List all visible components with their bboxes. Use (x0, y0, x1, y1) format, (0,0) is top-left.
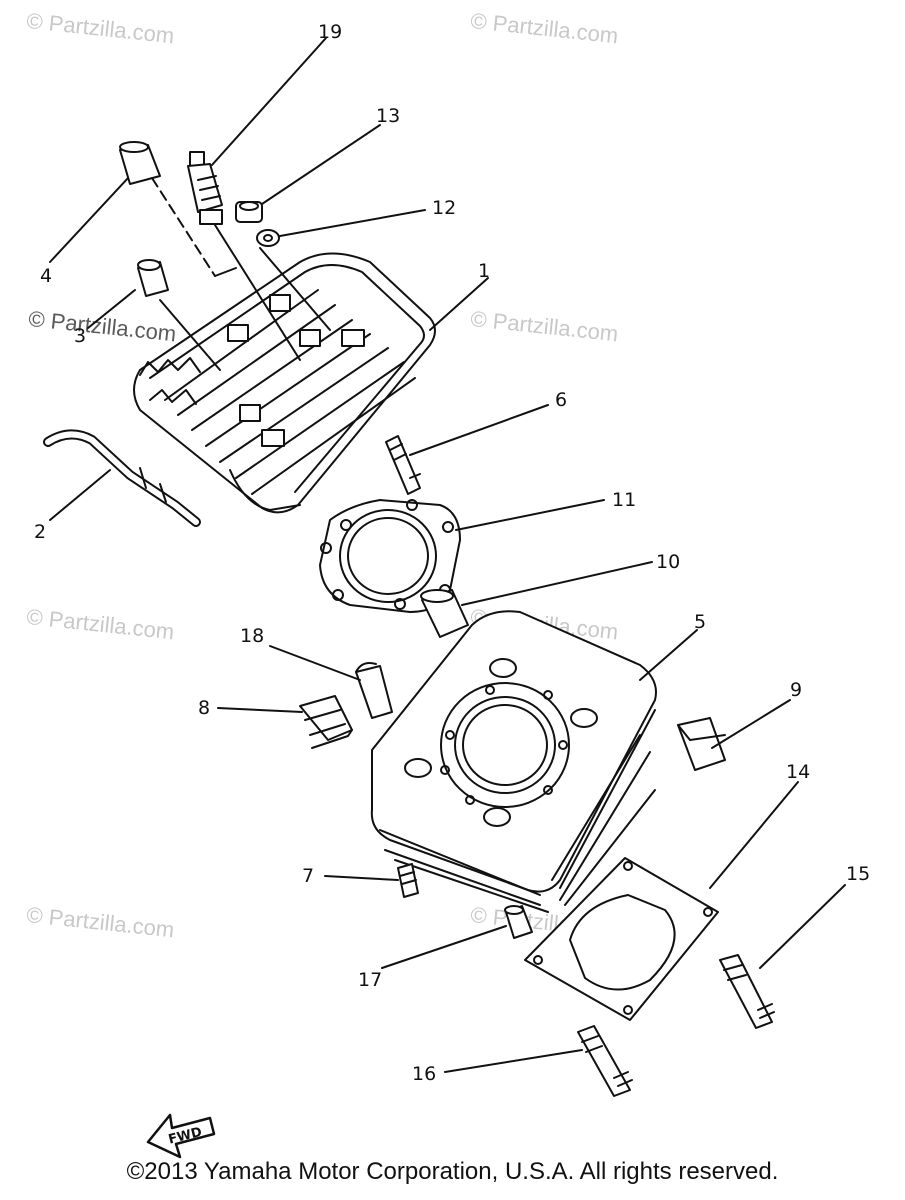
leader-line (709, 781, 799, 889)
spark-plug-part (187, 151, 223, 225)
leader-line (49, 469, 111, 521)
leader-line (217, 707, 303, 713)
callout-14: 14 (786, 761, 810, 783)
callout-8: 8 (198, 697, 210, 719)
leader-line (279, 209, 426, 237)
callout-10: 10 (656, 551, 680, 573)
leader-line (259, 247, 331, 331)
cap-part-17 (504, 905, 533, 939)
leader-line (151, 177, 216, 277)
leader-line (429, 277, 489, 331)
leader-line (455, 499, 605, 531)
fwd-arrow-icon (146, 1113, 216, 1159)
callout-12: 12 (432, 197, 456, 219)
callout-11: 11 (612, 489, 636, 511)
cylinder-part (370, 610, 657, 913)
sleeve-part-10 (420, 589, 469, 638)
callout-13: 13 (376, 105, 400, 127)
stud-part-7 (397, 863, 419, 898)
leader-line (409, 404, 549, 456)
stud-part-16 (577, 1025, 633, 1097)
callout-18: 18 (240, 625, 264, 647)
washer-part-12 (256, 229, 280, 247)
callout-16: 16 (412, 1063, 436, 1085)
callout-5: 5 (694, 611, 706, 633)
leader-line (87, 289, 136, 329)
callout-19: 19 (318, 21, 342, 43)
callout-7: 7 (302, 865, 314, 887)
leader-line (461, 561, 653, 606)
callout-17: 17 (358, 969, 382, 991)
leader-line (639, 629, 698, 681)
leader-line (49, 177, 129, 263)
head-gasket-part (319, 499, 461, 613)
leader-line (214, 267, 237, 277)
cylinder-head-part (133, 252, 436, 514)
leader-line (159, 299, 221, 371)
leader-line (759, 884, 846, 969)
leader-line (381, 925, 507, 969)
damper-part-8 (299, 695, 353, 749)
base-gasket-part (524, 857, 719, 1021)
callout-1: 1 (478, 260, 490, 282)
callout-9: 9 (790, 679, 802, 701)
leader-line (269, 645, 361, 681)
callout-3: 3 (74, 325, 86, 347)
leader-line (211, 37, 327, 166)
cap-part (137, 259, 169, 297)
cap-part-18 (355, 662, 393, 719)
leader-line (261, 124, 381, 205)
damper-part-9 (677, 717, 726, 771)
copyright-notice: ©2013 Yamaha Motor Corporation, U.S.A. A… (126, 1158, 779, 1185)
callout-15: 15 (846, 863, 870, 885)
washer-part-13 (235, 201, 263, 223)
stud-part-15 (719, 954, 775, 1029)
leader-line (324, 875, 399, 881)
leader-line (444, 1049, 583, 1073)
leader-line (711, 699, 791, 749)
callout-6: 6 (555, 389, 567, 411)
callout-4: 4 (40, 265, 52, 287)
dowel-pipe-part (119, 141, 161, 185)
stud-part-6 (385, 435, 421, 495)
leader-line (214, 224, 301, 361)
hose-part (43, 429, 201, 527)
callout-2: 2 (34, 521, 46, 543)
